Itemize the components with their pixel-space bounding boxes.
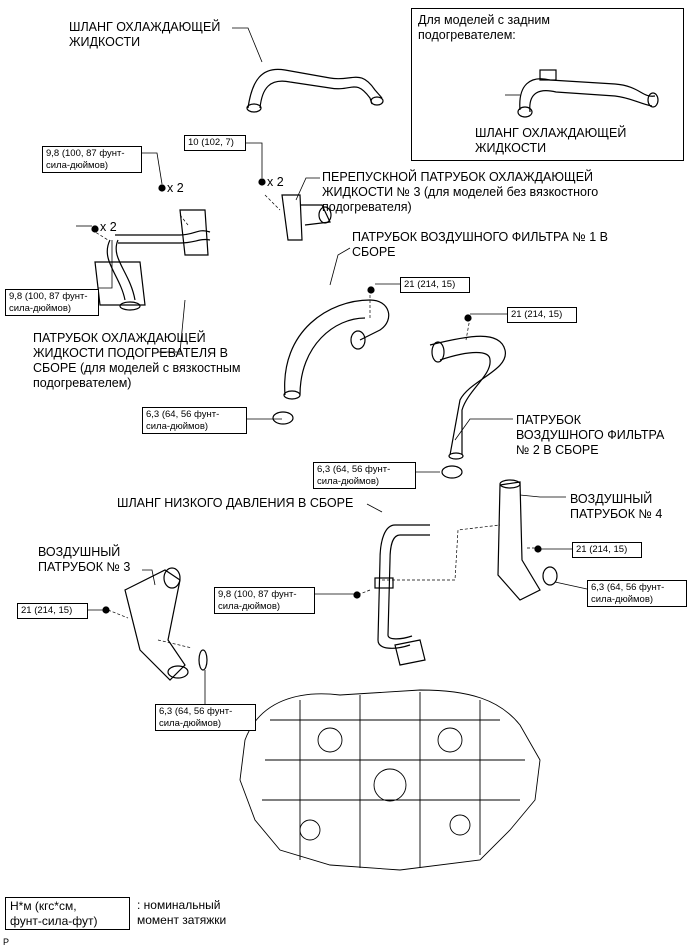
inset-part-label: ШЛАНГ ОХЛАЖДАЮЩЕЙ ЖИДКОСТИ bbox=[475, 126, 627, 155]
label-bypass-pipe: ПЕРЕПУСКНОЙ ПАТРУБОК ОХЛАЖДАЮЩЕЙ ЖИДКОСТ… bbox=[322, 170, 599, 214]
hose-clamps bbox=[272, 411, 463, 479]
torque-box-air-pipe-3-bolt: 21 (214, 15) bbox=[17, 603, 88, 619]
label-air-pipe-4: ВОЗДУШНЫЙ ПАТРУБОК № 4 bbox=[570, 492, 663, 521]
quantity-bypass-bolt: x 2 bbox=[267, 175, 284, 189]
torque-box-heater-bolt-left: 9,8 (100, 87 фунт- сила-дюймов) bbox=[5, 289, 99, 316]
corner-mark: P bbox=[3, 937, 10, 947]
low-pressure-hose-drawing bbox=[374, 524, 430, 666]
torque-box-air-pipe-4-bolt: 21 (214, 15) bbox=[572, 542, 642, 558]
torque-box-clamp-filter-2: 6,3 (64, 56 фунт- сила-дюймов) bbox=[313, 462, 416, 489]
air-pipe-4-drawing bbox=[497, 479, 558, 601]
torque-box-low-pressure-hose-bolt: 9,8 (100, 87 фунт- сила-дюймов) bbox=[214, 587, 315, 614]
air-pipe-3-drawing bbox=[124, 567, 208, 681]
quantity-heater-bolt-left: x 2 bbox=[100, 220, 117, 234]
coolant-hose-drawing bbox=[246, 68, 384, 113]
legend-unit-box: Н*м (кгс*см, фунт-сила-фут) bbox=[5, 897, 130, 930]
inset-title: Для моделей с задним подогревателем: bbox=[418, 13, 550, 42]
inset-hose-drawing bbox=[517, 69, 659, 118]
torque-box-air-pipe-4-clamp: 6,3 (64, 56 фунт- сила-дюймов) bbox=[587, 580, 687, 607]
torque-box-clamp-filter-1: 6,3 (64, 56 фунт- сила-дюймов) bbox=[142, 407, 247, 434]
legend-description: : номинальный момент затяжки bbox=[137, 898, 227, 927]
torque-box-air-filter-2-bolt: 21 (214, 15) bbox=[507, 307, 577, 323]
torque-box-bypass-bolt: 10 (102, 7) bbox=[184, 135, 246, 151]
air-filter-pipe-2-drawing bbox=[429, 335, 506, 460]
bypass-pipe-drawing bbox=[281, 194, 332, 241]
torque-box-air-filter-1-bolt: 21 (214, 15) bbox=[400, 277, 470, 293]
label-air-filter-pipe-2: ПАТРУБОК ВОЗДУШНОГО ФИЛЬТРА № 2 В СБОРЕ bbox=[516, 413, 665, 457]
quantity-heater-bolt-top: x 2 bbox=[167, 181, 184, 195]
label-air-filter-pipe-1: ПАТРУБОК ВОЗДУШНОГО ФИЛЬТРА № 1 В СБОРЕ bbox=[352, 230, 608, 259]
bolts bbox=[91, 178, 542, 614]
label-coolant-hose: ШЛАНГ ОХЛАЖДАЮЩЕЙ ЖИДКОСТИ bbox=[69, 20, 221, 49]
rear-heater-inset: Для моделей с задним подогревателем: ШЛА… bbox=[411, 8, 684, 161]
torque-box-heater-bolt-top: 9,8 (100, 87 фунт- сила-дюймов) bbox=[42, 146, 142, 173]
engine-block-drawing bbox=[239, 689, 541, 871]
assembly-dashed-lines bbox=[91, 194, 540, 649]
label-air-pipe-3: ВОЗДУШНЫЙ ПАТРУБОК № 3 bbox=[38, 545, 131, 574]
air-filter-pipe-1-drawing bbox=[283, 299, 390, 400]
torque-box-air-pipe-3-clamp: 6,3 (64, 56 фунт- сила-дюймов) bbox=[155, 704, 256, 731]
label-heater-pipe: ПАТРУБОК ОХЛАЖДАЮЩЕЙ ЖИДКОСТИ ПОДОГРЕВАТ… bbox=[33, 331, 241, 390]
label-low-pressure-hose: ШЛАНГ НИЗКОГО ДАВЛЕНИЯ В СБОРЕ bbox=[117, 496, 354, 510]
